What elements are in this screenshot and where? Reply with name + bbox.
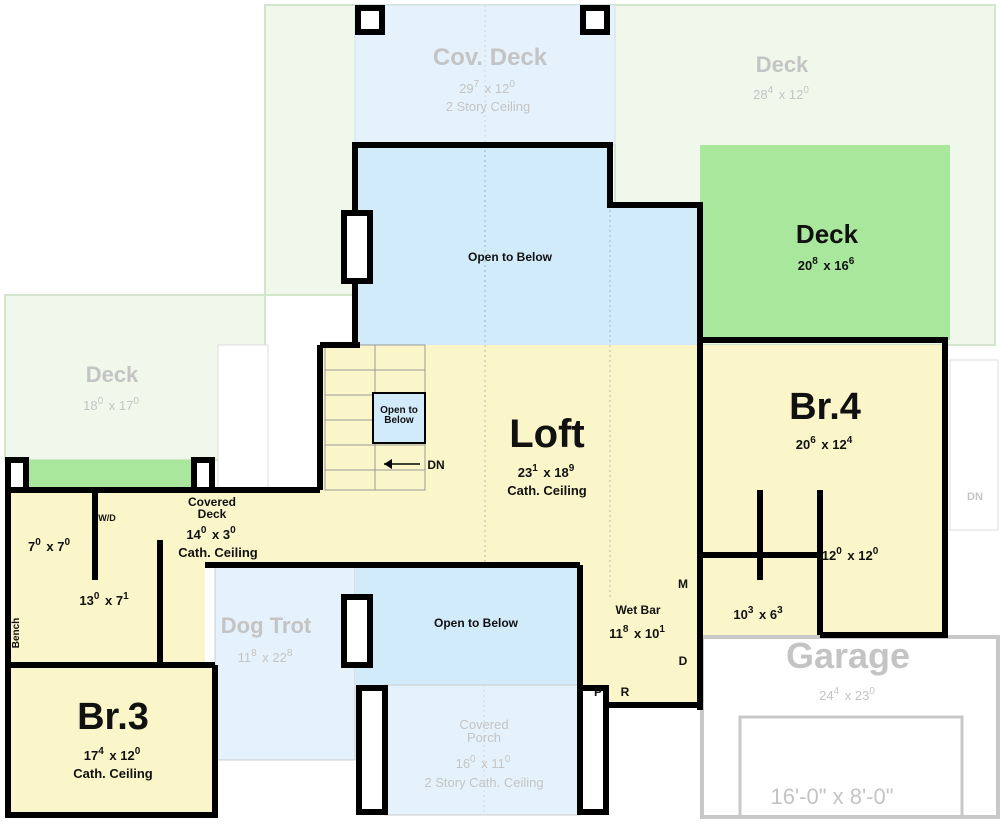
loft-label: Loft [509,412,585,456]
deck-main-label: Deck [795,219,859,249]
interior-area [5,345,945,815]
stair-right-down-label: DN [967,491,983,503]
garage-outline [700,635,1000,819]
dog-trot-dims: 118 x 228 [237,648,293,665]
covered-deck-dims: 140 x 30 [186,525,236,542]
cov-deck-note: 2 Story Ceiling [445,99,531,114]
deck-top-label: Deck [755,52,809,77]
br4-dims: 206 x 124 [795,435,853,452]
microwave-label: M [678,577,688,591]
garage-door [738,715,964,819]
br3-note: Cath. Ceiling [73,766,153,781]
cov-deck-dims: 297 x 120 [459,79,515,96]
dog-trot-label: Dog Trot [220,613,312,638]
br3-dims: 174 x 120 [83,746,141,763]
deck-left-label: Deck [85,362,139,387]
stair-left-area [217,344,269,491]
closet-br4-dims: 103 x 63 [733,605,783,622]
bath-br3-dims: 130 x 71 [79,591,129,608]
wet-bar-dims: 118 x 101 [609,624,665,641]
bench-label: Bench [11,617,22,649]
loft-dims: 231 x 189 [517,463,575,480]
covered-deck-note: Cath. Ceiling [178,545,258,560]
wet-bar-label: Wet Bar [615,603,661,617]
deck-main-area [700,145,950,340]
garage-door-label: 16'-0" x 8'-0" [770,784,894,809]
pantry-label: P [593,685,603,699]
covered-porch-note: 2 Story Cath. Ceiling [424,775,544,790]
br4-label: Br.4 [789,386,861,428]
open-to-below-lower-label: Open to Below [434,616,518,630]
closet-br3-dims: 70 x 70 [27,537,71,554]
covered-porch-area [384,684,581,816]
dishwasher-label: D [678,654,688,668]
cov-deck-label: Cov. Deck [432,44,548,71]
deck-left-dims: 180 x 170 [83,396,139,413]
deck-main-dims: 208 x 166 [797,256,855,273]
stair-down-label: DN [427,458,445,472]
covered-porch-dims: 160 x 110 [455,754,511,771]
washer-dryer-label: W/D [98,513,116,523]
garage-dims: 244 x 230 [819,686,875,703]
open-to-below-upper-area [355,145,700,345]
loft-note: Cath. Ceiling [507,483,587,498]
open-to-below-lower-area [355,565,580,685]
dog-trot-area [214,564,356,761]
bath-br4-dims: 120 x 120 [821,546,879,563]
garage-label: Garage [785,635,911,676]
stair-right-area [949,359,999,531]
deck-top-dims: 284 x 120 [753,85,809,102]
green-strip [25,460,195,490]
open-stair-area [372,392,426,444]
br3-label: Br.3 [77,696,149,738]
open-to-below-upper-label: Open to Below [468,250,552,264]
refrigerator-label: R [620,685,630,699]
